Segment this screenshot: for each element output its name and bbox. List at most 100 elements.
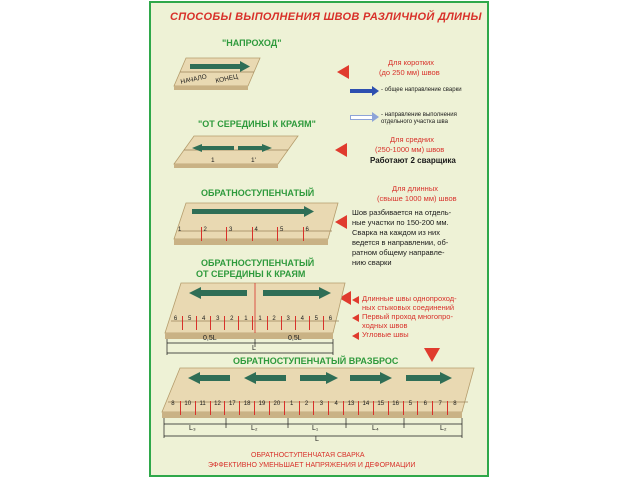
info-short-line1: Для коротких (388, 58, 434, 67)
info-long-desc-3: Сварка на каждом из них (352, 228, 440, 237)
legend-general-arrow-icon (350, 89, 372, 93)
middle-backstep-pass: 1 (239, 316, 254, 330)
scattered-pass: 4 (329, 401, 345, 415)
backstep-pass: 3 (227, 227, 253, 241)
dim-label-total: L (252, 345, 256, 352)
weld-arrow-head (304, 206, 314, 217)
bullet-1-line2: ных стыковых соединений (362, 303, 455, 312)
middle-backstep-pass-row: 6 5 4 3 2 1 1 2 3 4 5 6 (169, 316, 337, 330)
weld-arrow-shaft (190, 64, 240, 69)
scattered-pass: 18 (240, 401, 256, 415)
dim-label-l2b: L₂ (440, 425, 447, 432)
middle-pass-label-2: 1' (251, 157, 256, 164)
scattered-pass: 7 (433, 401, 449, 415)
scattered-pass: 20 (270, 401, 285, 415)
scattered-pass: 13 (344, 401, 359, 415)
footer-line1: ОБРАТНОСТУПЕНЧАТАЯ СВАРКА (251, 452, 365, 459)
info-long-line1: Для длинных (392, 184, 438, 193)
arrow-segment-2 (244, 372, 286, 384)
pointer-scattered-icon (424, 348, 440, 362)
bullet-1-line1: Длинные швы однопроход- (362, 294, 457, 303)
heading-backstep-scattered: ОБРАТНОСТУПЕНЧАТЫЙ ВРАЗБРОС (233, 356, 399, 366)
dim-label-l3: L₃ (189, 425, 196, 432)
heading-middle-to-edges: "ОТ СЕРЕДИНЫ К КРАЯМ" (198, 119, 316, 129)
arrow-right (238, 144, 272, 152)
dim-label-half-right: 0,5L (288, 335, 302, 342)
diagram-backstep (173, 202, 339, 245)
legend-segment-arrow-icon (350, 115, 374, 120)
info-medium-workers: Работают 2 сварщика (370, 156, 456, 165)
info-medium-line1: Для средних (390, 135, 434, 144)
dim-label-l2a: L₂ (251, 425, 258, 432)
backstep-pass: 2 (202, 227, 227, 241)
middle-backstep-pass: 1 (253, 316, 268, 330)
scattered-pass: 14 (359, 401, 374, 415)
pointer-medium-icon (335, 143, 347, 157)
dim-label-l-total: L (315, 436, 319, 443)
plate-side (165, 333, 333, 339)
info-long-desc-1: Шов разбивается на отдель- (352, 208, 452, 217)
backstep-pass: 4 (253, 227, 278, 241)
info-long-desc-6: нию сварки (352, 258, 392, 267)
backstep-pass: 1 (176, 227, 202, 241)
middle-backstep-pass: 4 (197, 316, 212, 330)
bullet-3-line1: Угловые швы (362, 330, 409, 339)
scattered-pass: 19 (255, 401, 270, 415)
pointer-short-icon (337, 65, 349, 79)
plate-side (162, 412, 462, 418)
pointer-long-icon (335, 215, 347, 229)
middle-backstep-pass: 6 (328, 316, 333, 322)
diagram-backstep-middle (164, 282, 346, 355)
weld-arrow-shaft (192, 209, 304, 214)
backstep-pass: 5 (278, 227, 304, 241)
legend-segment-label-1: - направление выполнения (381, 112, 457, 118)
scattered-pass: 11 (196, 401, 211, 415)
info-medium-line2: (250-1000 мм) швов (375, 145, 445, 154)
plate-side (174, 239, 328, 245)
arrow-segment-4 (350, 372, 392, 384)
bullet-marker-1 (352, 296, 359, 304)
arrow-left (189, 287, 247, 299)
arrow-right (263, 287, 331, 299)
scattered-pass: 15 (374, 401, 389, 415)
info-long-desc-4: ведется в направлении, об- (352, 238, 449, 247)
arrow-segment-3 (300, 372, 338, 384)
diagram-middle-to-edges (173, 135, 299, 168)
weld-arrow-head (240, 61, 250, 72)
legend-general-label: - общее направление сварки (381, 87, 462, 93)
arrow-segment-1 (188, 372, 230, 384)
middle-backstep-pass: 2 (268, 316, 282, 330)
plate-side (174, 164, 278, 168)
legend-general-arrowhead-icon (372, 86, 379, 96)
middle-backstep-pass: 5 (183, 316, 198, 330)
heading-backstep-middle-line2: ОТ СЕРЕДИНЫ К КРАЯМ (196, 269, 306, 279)
middle-backstep-pass: 6 (169, 316, 184, 330)
scattered-pass: 3 (314, 401, 330, 415)
poster-title: СПОСОБЫ ВЫПОЛНЕНИЯ ШВОВ РАЗЛИЧНОЙ ДЛИНЫ (170, 11, 482, 23)
legend-segment-label-2: отдельного участка шва (381, 119, 448, 125)
info-short-line2: (до 250 мм) швов (379, 68, 440, 77)
scattered-pass: 2 (300, 401, 315, 415)
legend-segment-arrowhead-icon (372, 112, 379, 122)
dim-label-l4: L₄ (372, 425, 379, 432)
bullet-marker-3 (352, 332, 359, 340)
footer-line2: ЭФФЕКТИВНО УМЕНЬШАЕТ НАПРЯЖЕНИЯ И ДЕФОРМ… (208, 462, 416, 469)
heading-naprokhod: "НАПРОХОД" (222, 38, 282, 48)
scattered-pass: 17 (225, 401, 241, 415)
heading-backstep-middle-line1: ОБРАТНОСТУПЕНЧАТЫЙ (201, 258, 315, 268)
info-long-desc-2: ные участки по 150-200 мм. (352, 218, 449, 227)
scattered-pass: 16 (389, 401, 404, 415)
scattered-pass: 1 (285, 401, 300, 415)
diagram-naprokhod (173, 57, 261, 90)
scattered-pass-row: 8 10 11 12 17 18 19 20 1 2 3 4 13 14 15 … (166, 401, 462, 415)
middle-backstep-pass: 2 (225, 316, 240, 330)
scattered-pass: 8 (453, 401, 457, 407)
dim-label-half-left: 0,5L (203, 335, 217, 342)
dim-label-l1: L₁ (312, 425, 319, 432)
bullet-2-line2: ходных швов (362, 321, 408, 330)
info-long-desc-5: ратном общему направле- (352, 248, 445, 257)
scattered-pass: 6 (418, 401, 434, 415)
arrow-segment-5 (406, 372, 452, 384)
arrow-left (192, 144, 234, 152)
heading-backstep: ОБРАТНОСТУПЕНЧАТЫЙ (201, 188, 315, 198)
